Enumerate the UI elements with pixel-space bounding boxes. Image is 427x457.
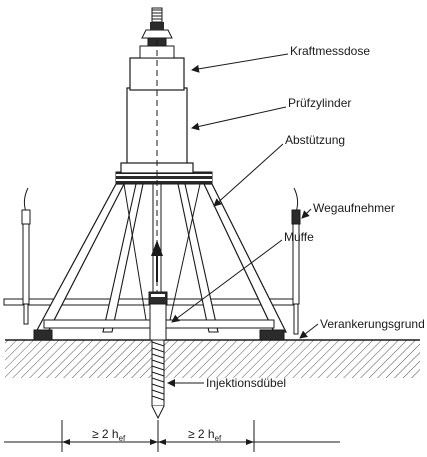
leader-lines bbox=[167, 53, 319, 387]
load-cell bbox=[129, 7, 185, 91]
dimension-right: ≥ 2 hef bbox=[188, 427, 222, 443]
dimension-left: ≥ 2 hef bbox=[92, 427, 126, 443]
dimension-left-sub: ef bbox=[119, 434, 126, 443]
label-muffe: Muffe bbox=[284, 230, 314, 244]
coupling-muffe bbox=[148, 291, 168, 341]
displacement-transducer-left bbox=[21, 187, 31, 325]
dimension-right-prefix: ≥ 2 h bbox=[188, 427, 215, 441]
injection-anchor bbox=[151, 335, 165, 420]
pull-arrow bbox=[151, 240, 163, 282]
dimension-right-sub: ef bbox=[215, 434, 222, 443]
label-abstuetzung: Abstützung bbox=[285, 133, 345, 147]
label-pruefzylinder: Prüfzylinder bbox=[288, 96, 351, 110]
dimension-left-prefix: ≥ 2 h bbox=[92, 427, 119, 441]
dimension-line bbox=[4, 420, 340, 452]
anchorage-ground bbox=[5, 339, 420, 378]
label-injektionsduebel: Injektionsdübel bbox=[206, 376, 286, 390]
label-wegaufnehmer: Wegaufnehmer bbox=[313, 201, 395, 215]
label-verankerungsgrund: Verankerungsgrund bbox=[320, 317, 425, 331]
label-kraftmessdose: Kraftmessdose bbox=[290, 44, 370, 58]
displacement-transducer-right bbox=[291, 187, 301, 335]
